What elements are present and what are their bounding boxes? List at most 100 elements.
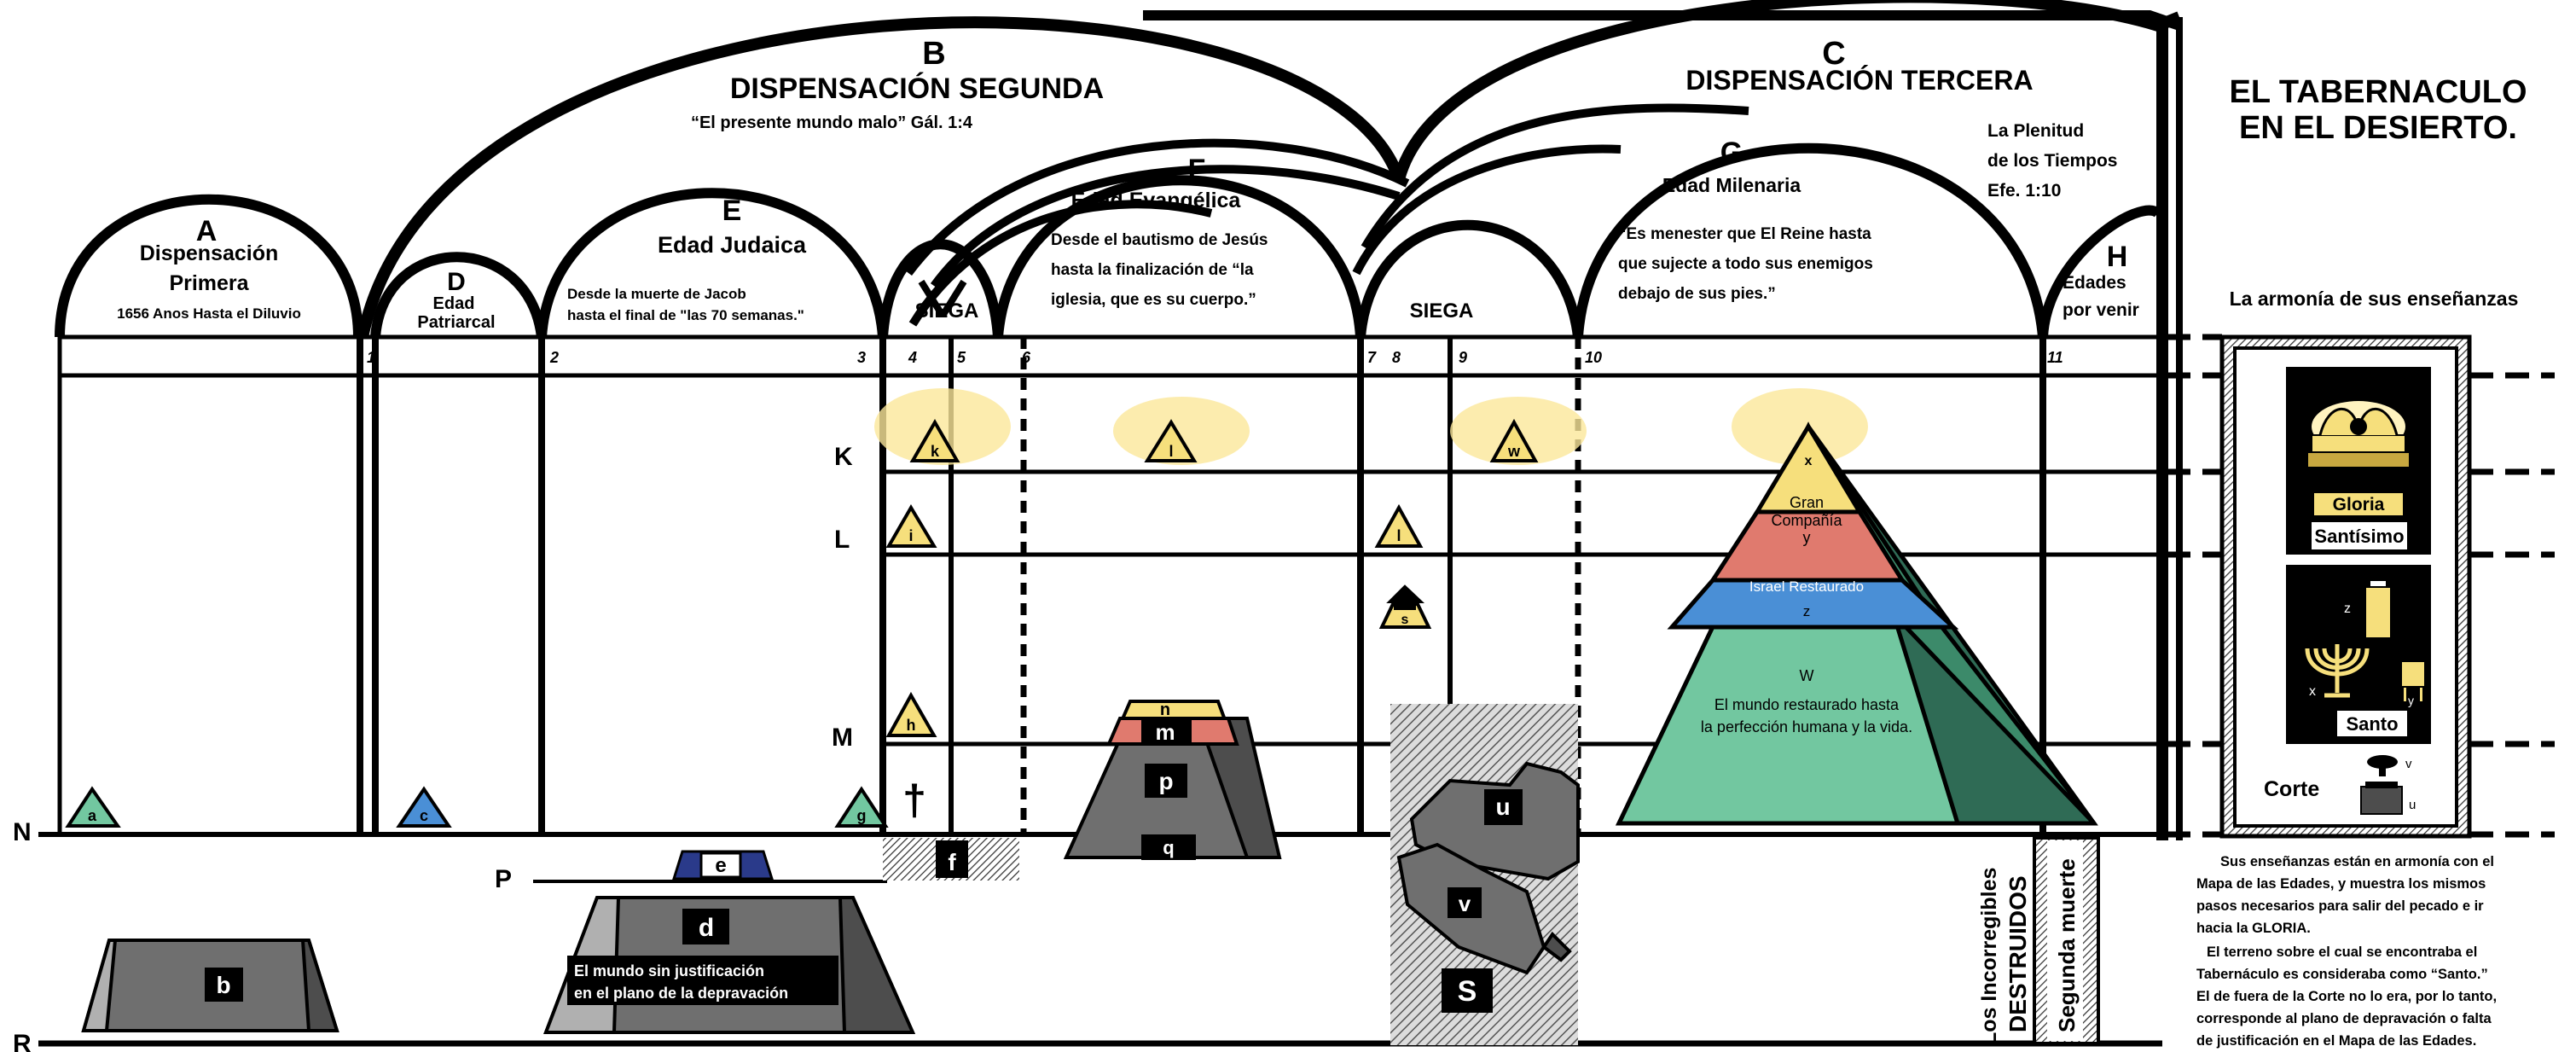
marker-f-box [936,840,968,878]
age-f-letter: F [1188,154,1206,186]
period-number: 3 [857,349,866,366]
age-g-line-1: “Es menester que El Reine hasta [1618,225,1871,243]
period-number: 2 [549,349,559,366]
marker-e-shape [671,850,775,881]
dispensation-b-quote: “El presente mundo malo” Gál. 1:4 [691,113,973,132]
incense-altar-icon [2400,660,2426,703]
cross-icon: † [902,776,926,824]
corte-label-v: v [2405,757,2412,771]
note-line: hacia la GLORIA. [2196,921,2311,936]
marker-y: y [1803,529,1811,546]
gloria-box [2312,491,2405,517]
marker-h: h [907,717,916,734]
period-number: 8 [1392,349,1401,366]
dispensation-c-letter: C [1822,36,1845,72]
marker-x: x [1805,454,1813,468]
candlestick-icon [2305,644,2370,698]
period-number: 6 [1022,349,1031,366]
plane-p-label: P [495,865,512,893]
marker-a: a [88,807,97,824]
age-g-title: Edad Milenaria [1662,174,1801,196]
marker-z: z [1803,603,1811,619]
marker-b: b [216,972,230,998]
incorregibles-label: Los Incorregibles [1977,868,2001,1045]
marker-p-box [1145,764,1187,798]
age-d-line-2: Patriarcal [417,313,495,332]
chart-right-wall [2156,17,2183,840]
note-line: Tabernáculo es consideraba como “Santo.” [2196,967,2488,982]
age-h-line-1: Edades [2063,273,2126,293]
marker-k: k [931,443,940,460]
note-line: corresponde al plano de depravación o fa… [2196,1011,2492,1026]
age-f-title: Edad Evangélica [1071,189,1242,212]
period-number: 1 [367,349,375,366]
pyramid-mundo-line-2: la perfección humana y la vida. [1701,718,1912,735]
tabernacle-corte: Corte [2264,777,2319,801]
glory-glows [874,388,1868,465]
plenitud-line-1: La Plenitud [1987,121,2084,141]
pyramid-israel: Israel Restaurado [1749,578,1864,595]
plane-r-label: R [13,1030,32,1052]
age-a-sub: 1656 Anos Hasta el Diluvio [117,305,301,322]
age-f-line-2: hasta la finalización de “la [1051,261,1254,279]
marker-l2: l [1396,527,1401,544]
marker-v: v [1459,891,1471,916]
tabernacle-gloria: Gloria [2333,495,2385,514]
tabernacle-title-line-1: EL TABERNACULO [2229,74,2527,110]
ark-icon [2306,401,2411,468]
brazen-altar-icon [2360,782,2403,815]
dispensation-c-title: DISPENSACIÓN TERCERA [1685,65,2033,96]
world-caption-line-2: en el plano de la depravación [574,985,788,1002]
plenitud-line-3: Efe. 1:10 [1987,181,2061,201]
timeline-band [57,334,2162,836]
period-number: 11 [2047,349,2063,366]
pyramid-mundo-line-1: El mundo restaurado hasta [1714,696,1900,713]
pyramid-gran-line-1: Gran [1790,494,1824,511]
santisimo-label-box [2312,522,2407,549]
age-d-letter: D [447,268,466,296]
marker-n: n [1160,700,1170,719]
dispensation-arcs [357,0,2182,339]
age-f-line-3: iglesia, que es su cuerpo.” [1051,291,1256,309]
marker-f: f [948,849,956,875]
period-number: 9 [1459,349,1467,366]
age-g-line-2: que sujecte a todo sus enemigos [1618,255,1873,273]
plenitud-line-2: de los Tiempos [1987,151,2118,171]
santo-label-z: z [2344,602,2351,616]
tabernacle-santo: Santo [2346,713,2398,735]
plane-n-label: N [13,818,32,846]
tabernacle-subtitle: La armonía de sus enseñanzas [2230,288,2519,310]
marker-c: c [420,807,428,824]
santo-label-x: x [2309,684,2316,699]
marker-v-box [1448,887,1482,918]
segunda-muerte-label: Segunda muerte [2054,858,2080,1032]
age-g-letter: G [1720,137,1743,169]
santo-label-y: y [2408,694,2414,707]
age-a-letter: A [196,215,218,247]
marker-u: u [1495,793,1510,820]
age-g-line-3: debajo de sus pies.” [1618,285,1776,303]
age-h-letter: H [2107,241,2128,273]
world-caption-box [567,956,838,1005]
age-e-line-1: Desde la muerte de Jacob [567,286,746,302]
second-death-label-bg [2047,840,2083,1041]
note-line: Sus enseñanzas están en armonía con el [2220,854,2494,869]
age-d-line-1: Edad [433,294,475,313]
plane-letters: K L M N P R [13,443,853,1052]
dispensation-b-title: DISPENSACIÓN SEGUNDA [730,73,1104,105]
pyramid-gran-line-2: Compañía [1771,512,1842,529]
age-e-letter: E [722,195,742,227]
age-e-line-2: hasta el final de "las 70 semanas." [567,307,804,323]
millennial-pyramid [1616,421,2098,826]
period-numbers: 1 2 3 4 5 6 7 8 9 10 11 [367,349,2063,366]
age-e-title: Edad Judaica [658,232,807,258]
tabernacle-notes: Sus enseñanzas están en armonía con el M… [2196,854,2497,1049]
note-line: El terreno sobre el cual se encontraba e… [2207,944,2477,960]
table-shewbread-icon [2364,579,2392,639]
period-number: 4 [908,349,917,366]
marker-w-upper: W [1800,667,1814,684]
note-line: pasos necesarios para salir del pecado e… [2196,898,2484,914]
period-number: 5 [957,349,966,366]
marker-l: l [1169,443,1173,460]
